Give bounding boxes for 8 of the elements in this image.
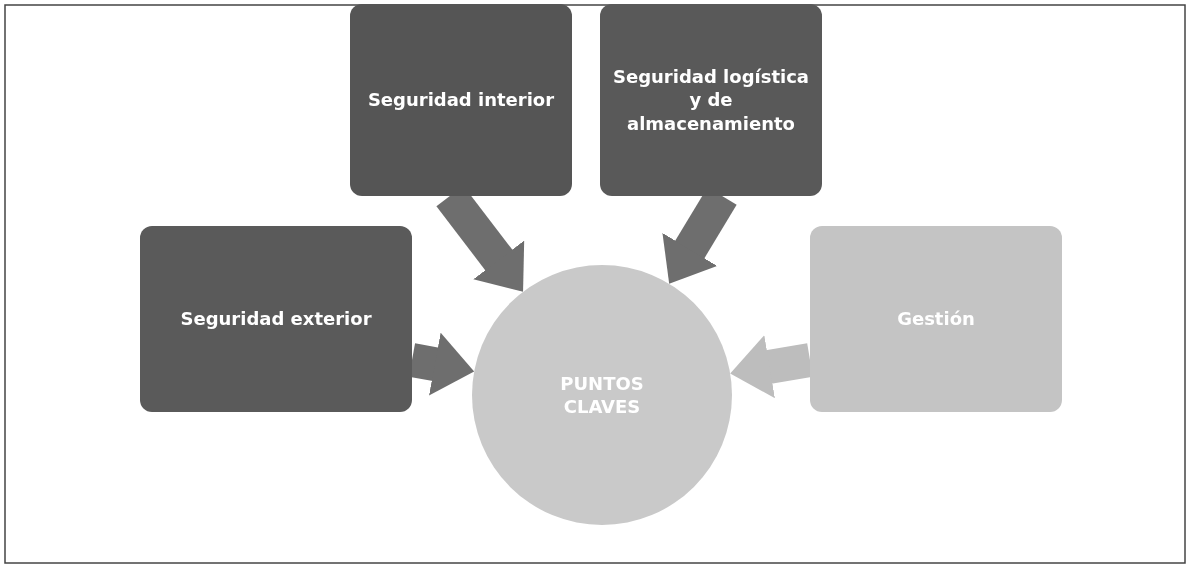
topic-box [350,4,572,196]
node-label: Seguridad interior [366,88,556,113]
node-label: Seguridad exterior [179,307,373,332]
topic-box [600,4,822,196]
topic-box [140,226,412,412]
node-label: Gestión [896,307,976,332]
topic-box [810,226,1062,412]
node-label: Seguridad logística y de almacenamiento [612,64,810,136]
